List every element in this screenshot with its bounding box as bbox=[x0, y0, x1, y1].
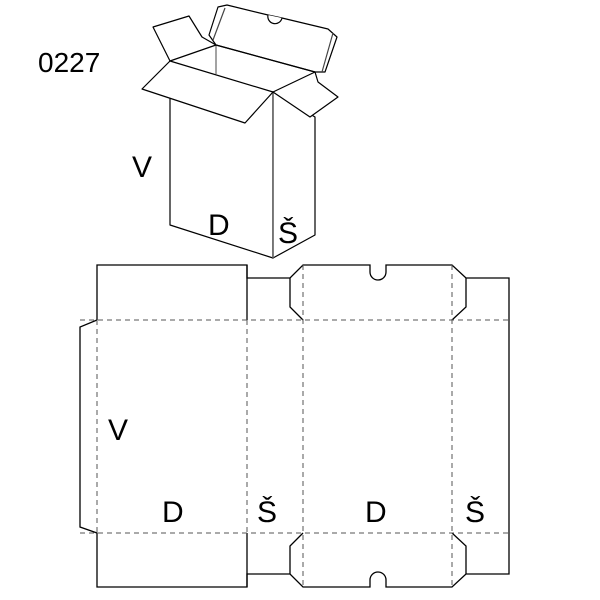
net-label-length-1: D bbox=[162, 496, 184, 529]
fold-lines bbox=[80, 265, 509, 587]
box-label-height: V bbox=[132, 151, 152, 184]
net-label-height: V bbox=[108, 414, 128, 447]
assembled-box bbox=[141, 4, 339, 259]
net-outline bbox=[79, 264, 510, 588]
net-label-width-2: Š bbox=[465, 495, 485, 529]
front-flap bbox=[141, 60, 274, 124]
box-label-width: Š bbox=[278, 216, 298, 250]
model-code: 0227 bbox=[38, 47, 100, 78]
back-lid bbox=[208, 4, 338, 73]
left-flap bbox=[152, 15, 217, 62]
flat-net bbox=[79, 264, 510, 588]
net-label-length-2: D bbox=[365, 496, 387, 529]
net-label-width-1: Š bbox=[257, 495, 277, 529]
right-flap bbox=[272, 71, 339, 118]
box-label-length: D bbox=[208, 209, 230, 242]
lid-notch bbox=[267, 14, 283, 25]
